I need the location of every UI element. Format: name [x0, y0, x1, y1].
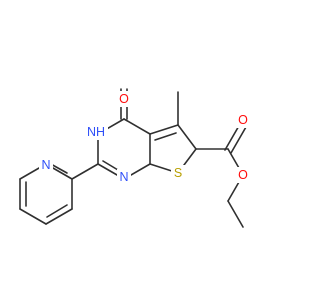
- atom-o-carbonyl-label: O: [119, 92, 129, 106]
- bond-c5-c6: [177, 124, 197, 150]
- atom-s-thiophene-label: S: [174, 166, 182, 180]
- atom-label-layer: O NH N N S O O: [39, 91, 251, 185]
- atom-s-thiophene: S: [171, 165, 185, 181]
- bond-cester-o-double-b: [230, 126, 247, 154]
- bond-c4a-c5: [149, 124, 179, 135]
- molecule-structure: O NH N N S O O: [19, 88, 251, 228]
- atom-o-ester-carbonyl: O: [236, 112, 251, 128]
- atom-nh-label: NH: [87, 125, 105, 139]
- atom-o-ester-carbonyl-label: O: [238, 113, 248, 127]
- atom-nh: NH: [84, 124, 108, 140]
- bond-layer: [19, 88, 247, 228]
- atom-o-carbonyl: O: [116, 91, 131, 107]
- bond-c4a-c5-double: [154, 132, 177, 141]
- atom-n-pyridine: N: [39, 157, 53, 173]
- atom-o-ester-label: O: [238, 168, 248, 182]
- bond-py-4: [19, 208, 47, 225]
- bond-cester-o-double-a: [224, 123, 241, 151]
- bond-c4-c4a: [123, 118, 151, 135]
- bond-c2-pyridyl: [71, 163, 99, 180]
- bond-py-5: [45, 208, 73, 225]
- atom-o-ester: O: [235, 167, 250, 183]
- atom-n-pyrimidine: N: [117, 169, 131, 185]
- atom-n-pyridine-label: N: [41, 158, 50, 172]
- bond-py-5-double: [46, 204, 68, 218]
- atom-n-pyrimidine-label: N: [119, 170, 128, 184]
- bond-ch2-ch3: [227, 200, 244, 228]
